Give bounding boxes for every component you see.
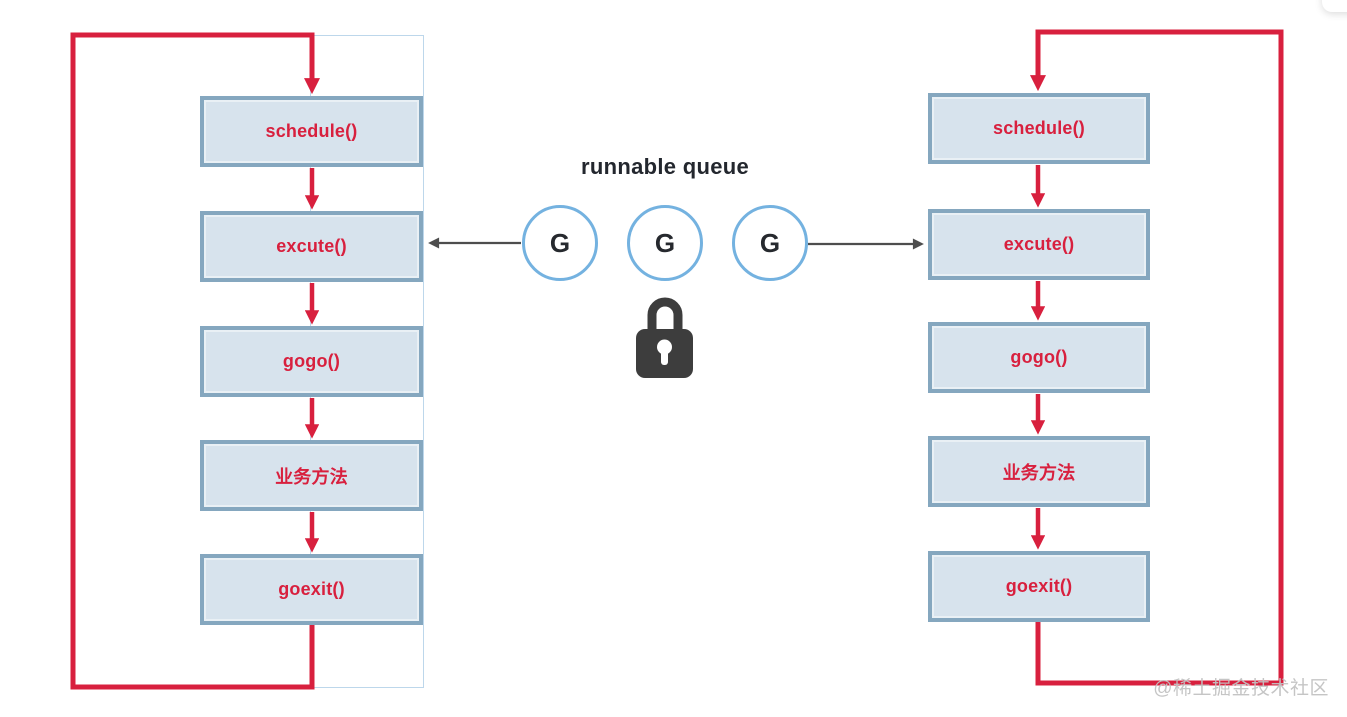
lock-icon bbox=[636, 297, 693, 378]
flow-box-label: gogo() bbox=[282, 351, 341, 371]
goroutine-circle-3: G bbox=[732, 205, 808, 281]
flow-box-excute-right: excute() bbox=[928, 209, 1150, 280]
flow-box-schedule-left: schedule() bbox=[200, 96, 423, 167]
goroutine-circle-1: G bbox=[522, 205, 598, 281]
floating-button[interactable] bbox=[1322, 0, 1347, 12]
flow-box-label: goexit() bbox=[1005, 576, 1073, 596]
flow-box-gogo-right: gogo() bbox=[928, 322, 1150, 393]
flow-box-business-right: 业务方法 bbox=[928, 436, 1150, 507]
flow-box-excute-left: excute() bbox=[200, 211, 423, 282]
flow-box-goexit-left: goexit() bbox=[200, 554, 423, 625]
flow-box-label: gogo() bbox=[1010, 347, 1068, 367]
flow-box-gogo-left: gogo() bbox=[200, 326, 423, 397]
flow-box-label: 业务方法 bbox=[1002, 462, 1076, 483]
flow-box-label: schedule() bbox=[265, 121, 358, 141]
right-loop-arrow bbox=[1029, 29, 1284, 686]
goroutine-circle-2: G bbox=[627, 205, 703, 281]
left-loop-arrow bbox=[70, 32, 321, 690]
flow-box-label: excute() bbox=[1003, 234, 1075, 254]
flow-box-label: 业务方法 bbox=[275, 466, 348, 487]
flow-box-goexit-right: goexit() bbox=[928, 551, 1150, 622]
flow-box-label: schedule() bbox=[992, 118, 1086, 138]
flow-box-schedule-right: schedule() bbox=[928, 93, 1150, 164]
queue-title: runnable queue bbox=[581, 154, 749, 179]
flow-box-label: excute() bbox=[276, 236, 347, 256]
flow-box-label: goexit() bbox=[278, 579, 345, 599]
flow-box-business-left: 业务方法 bbox=[200, 440, 423, 511]
watermark: @稀土掘金技术社区 bbox=[1153, 678, 1329, 699]
